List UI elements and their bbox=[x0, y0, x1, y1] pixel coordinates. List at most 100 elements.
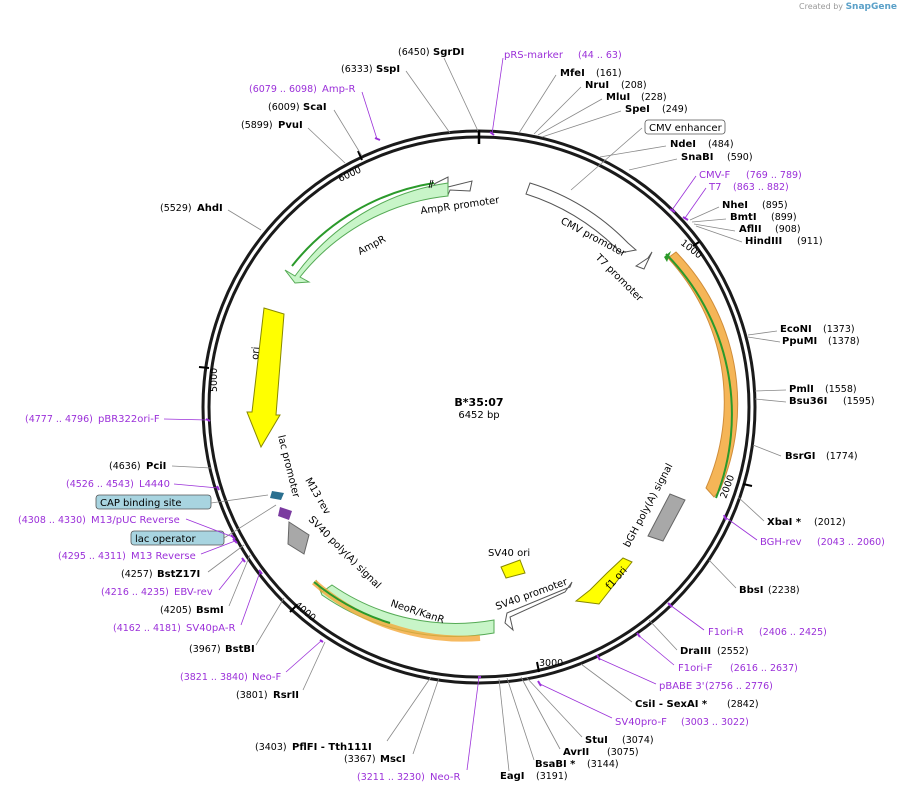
site-pvui[interactable]: (5899)PvuI bbox=[241, 120, 346, 164]
lac-promoter-label: lac promoter bbox=[275, 434, 301, 500]
svg-text:(4295 .. 4311): (4295 .. 4311) bbox=[58, 551, 126, 562]
svg-text:(161): (161) bbox=[596, 68, 622, 79]
sv40-polya-label: SV40 poly(A) signal bbox=[306, 514, 383, 591]
sv40-promoter-arrow[interactable] bbox=[504, 581, 573, 632]
svg-text:Neo-F: Neo-F bbox=[252, 672, 282, 683]
svg-text:PmlI: PmlI bbox=[789, 384, 814, 395]
t7-promoter-label: T7 promoter bbox=[592, 252, 645, 305]
site-mfei[interactable]: MfeI (161) bbox=[518, 68, 622, 134]
site-hindiii[interactable]: HindIII(911) bbox=[695, 225, 823, 247]
primer-m13-reverse[interactable]: (4295 .. 4311)M13 Reverse bbox=[58, 538, 238, 562]
site-pcii[interactable]: (4636)PciI bbox=[109, 461, 212, 472]
svg-text:EBV-rev: EBV-rev bbox=[174, 587, 213, 598]
primer-sv40pa-r[interactable]: (4162 .. 4181)SV40pA-R bbox=[113, 569, 263, 634]
site-sspi[interactable]: (6333)SspI bbox=[341, 64, 451, 134]
site-spei[interactable]: SpeI(249) bbox=[541, 104, 688, 138]
site-mlui[interactable]: MluI(228) bbox=[537, 92, 667, 136]
svg-text:(4636): (4636) bbox=[109, 461, 141, 472]
site-nhei[interactable]: NheI(895) bbox=[689, 200, 788, 221]
ampr-arrow[interactable] bbox=[284, 182, 449, 284]
svg-text:(3403): (3403) bbox=[255, 742, 287, 753]
svg-text:(3144): (3144) bbox=[587, 759, 619, 770]
site-bsu36i[interactable]: Bsu36I(1595) bbox=[754, 396, 875, 407]
cmv-promoter-arrow[interactable] bbox=[525, 182, 638, 254]
primer-bgh-rev[interactable]: BGH-rev(2043 .. 2060) bbox=[723, 514, 885, 548]
site-msci[interactable]: (3367)MscI bbox=[344, 677, 440, 765]
site-bsabi[interactable]: BsaBI * (3144) bbox=[506, 677, 619, 770]
svg-text:(1774): (1774) bbox=[826, 451, 858, 462]
primer-prs-marker[interactable]: pRS-marker(44 .. 63) bbox=[489, 50, 622, 136]
svg-text:(4308 .. 4330): (4308 .. 4330) bbox=[18, 515, 86, 526]
primer-ebv-rev[interactable]: (4216 .. 4235)EBV-rev bbox=[101, 557, 246, 598]
primer-neo-r[interactable]: (3211 .. 3230)Neo-R bbox=[357, 676, 481, 783]
site-stui[interactable]: StuI(3074) bbox=[525, 676, 654, 746]
site-aflii[interactable]: AflII(908) bbox=[693, 223, 801, 235]
svg-text:EagI: EagI bbox=[500, 771, 524, 782]
plasmid-length: 6452 bp bbox=[458, 410, 499, 421]
site-econi[interactable]: EcoNI(1373) bbox=[747, 324, 855, 336]
svg-text:(3211 .. 3230): (3211 .. 3230) bbox=[357, 772, 425, 783]
svg-text:(228): (228) bbox=[641, 92, 667, 103]
primer-amp-r[interactable]: (6079 .. 6098)Amp-R bbox=[249, 84, 381, 141]
cmv-enhancer-label: CMV enhancer bbox=[649, 123, 723, 134]
primer-cmv-f[interactable]: CMV-F(769 .. 789) bbox=[669, 170, 802, 213]
svg-text:EcoNI: EcoNI bbox=[780, 324, 812, 335]
primer-t7[interactable]: T7(863 .. 882) bbox=[682, 182, 789, 221]
svg-text:SpeI: SpeI bbox=[625, 104, 650, 115]
site-avrii[interactable]: AvrII (3075) bbox=[520, 676, 639, 758]
site-rsrii[interactable]: (3801)RsrII bbox=[236, 641, 326, 701]
svg-text:(2043 .. 2060): (2043 .. 2060) bbox=[817, 537, 885, 548]
site-nrui[interactable]: NruI(208) bbox=[533, 80, 647, 135]
site-draiii[interactable]: DraIII(2552) bbox=[648, 619, 749, 657]
site-bmti[interactable]: BmtI(899) bbox=[691, 212, 797, 223]
svg-text:BsaBI *: BsaBI * bbox=[535, 759, 576, 770]
svg-text:F1ori-R: F1ori-R bbox=[708, 627, 744, 638]
svg-text:SspI: SspI bbox=[376, 64, 400, 75]
plasmid-name: B*35:07 bbox=[454, 396, 503, 409]
primer-l4440[interactable]: (4526 .. 4543)L4440 bbox=[66, 479, 220, 491]
primer-sv40pro-f[interactable]: SV40pro-F(3003 .. 3022) bbox=[537, 680, 749, 728]
site-ahdi[interactable]: (5529)AhdI bbox=[160, 203, 262, 231]
site-scai[interactable]: (6009)ScaI bbox=[268, 102, 363, 157]
sv40-ori-block[interactable] bbox=[500, 559, 526, 579]
f1-ori-arrow[interactable] bbox=[574, 557, 633, 605]
site-xbai[interactable]: XbaI *(2012) bbox=[737, 496, 846, 528]
svg-text:CsiI - SexAI *: CsiI - SexAI * bbox=[635, 699, 708, 710]
svg-text:L4440: L4440 bbox=[139, 479, 170, 490]
site-csii-sexai[interactable]: CsiI - SexAI *(2842) bbox=[580, 663, 759, 710]
sv40-polya-block[interactable] bbox=[287, 521, 310, 555]
svg-text:MfeI: MfeI bbox=[560, 68, 585, 79]
site-sgrdi[interactable]: (6450)SgrDI bbox=[398, 47, 479, 132]
svg-text:(3075): (3075) bbox=[607, 747, 639, 758]
svg-text:BsrGI: BsrGI bbox=[785, 451, 815, 462]
svg-text:(6079 .. 6098): (6079 .. 6098) bbox=[249, 84, 317, 95]
site-bsmi[interactable]: (4205)BsmI bbox=[160, 554, 251, 616]
ori-arrow[interactable] bbox=[246, 307, 285, 449]
svg-text:AvrII: AvrII bbox=[563, 747, 589, 758]
svg-text:(895): (895) bbox=[762, 200, 788, 211]
site-bbsi[interactable]: BbsI(2238) bbox=[708, 559, 800, 596]
primer-neo-f[interactable]: (3821 .. 3840)Neo-F bbox=[180, 639, 324, 683]
svg-text:(2552): (2552) bbox=[717, 646, 749, 657]
svg-text:SV40pA-R: SV40pA-R bbox=[186, 623, 235, 634]
t7-promoter-arrow[interactable] bbox=[634, 251, 653, 270]
site-eagi[interactable]: EagI (3191) bbox=[498, 678, 568, 782]
site-pmli[interactable]: PmlI(1558) bbox=[754, 384, 857, 395]
site-bstbi[interactable]: (3967)BstBI bbox=[189, 597, 285, 655]
svg-text:(5529): (5529) bbox=[160, 203, 192, 214]
site-pflfi[interactable]: (3403)PflFI - Tth111I bbox=[255, 676, 432, 753]
primer-m13-puc-reverse[interactable]: (4308 .. 4330)M13/pUC Reverse bbox=[18, 515, 236, 540]
primer-f1ori-r[interactable]: F1ori-R(2406 .. 2425) bbox=[667, 602, 827, 638]
svg-text:(3191): (3191) bbox=[536, 771, 568, 782]
site-ndei[interactable]: NdeI(484) bbox=[599, 139, 734, 158]
site-bsrgi[interactable]: BsrGI (1774) bbox=[752, 444, 858, 462]
site-snabi[interactable]: SnaBI(590) bbox=[628, 152, 753, 171]
primer-f1ori-f[interactable]: F1ori-F(2616 .. 2637) bbox=[636, 632, 798, 674]
primer-pbr322ori-f[interactable]: (4777 .. 4796)pBR322ori-F bbox=[25, 414, 211, 425]
bgh-polya-block[interactable] bbox=[647, 493, 686, 542]
site-ppumi[interactable]: PpuMI(1378) bbox=[747, 336, 860, 347]
site-bstz17i[interactable]: (4257)BstZ17I bbox=[121, 544, 245, 580]
svg-text:BstZ17I: BstZ17I bbox=[157, 569, 200, 580]
primer-pbabe-3[interactable]: pBABE 3'(2756 .. 2776) bbox=[596, 654, 773, 692]
